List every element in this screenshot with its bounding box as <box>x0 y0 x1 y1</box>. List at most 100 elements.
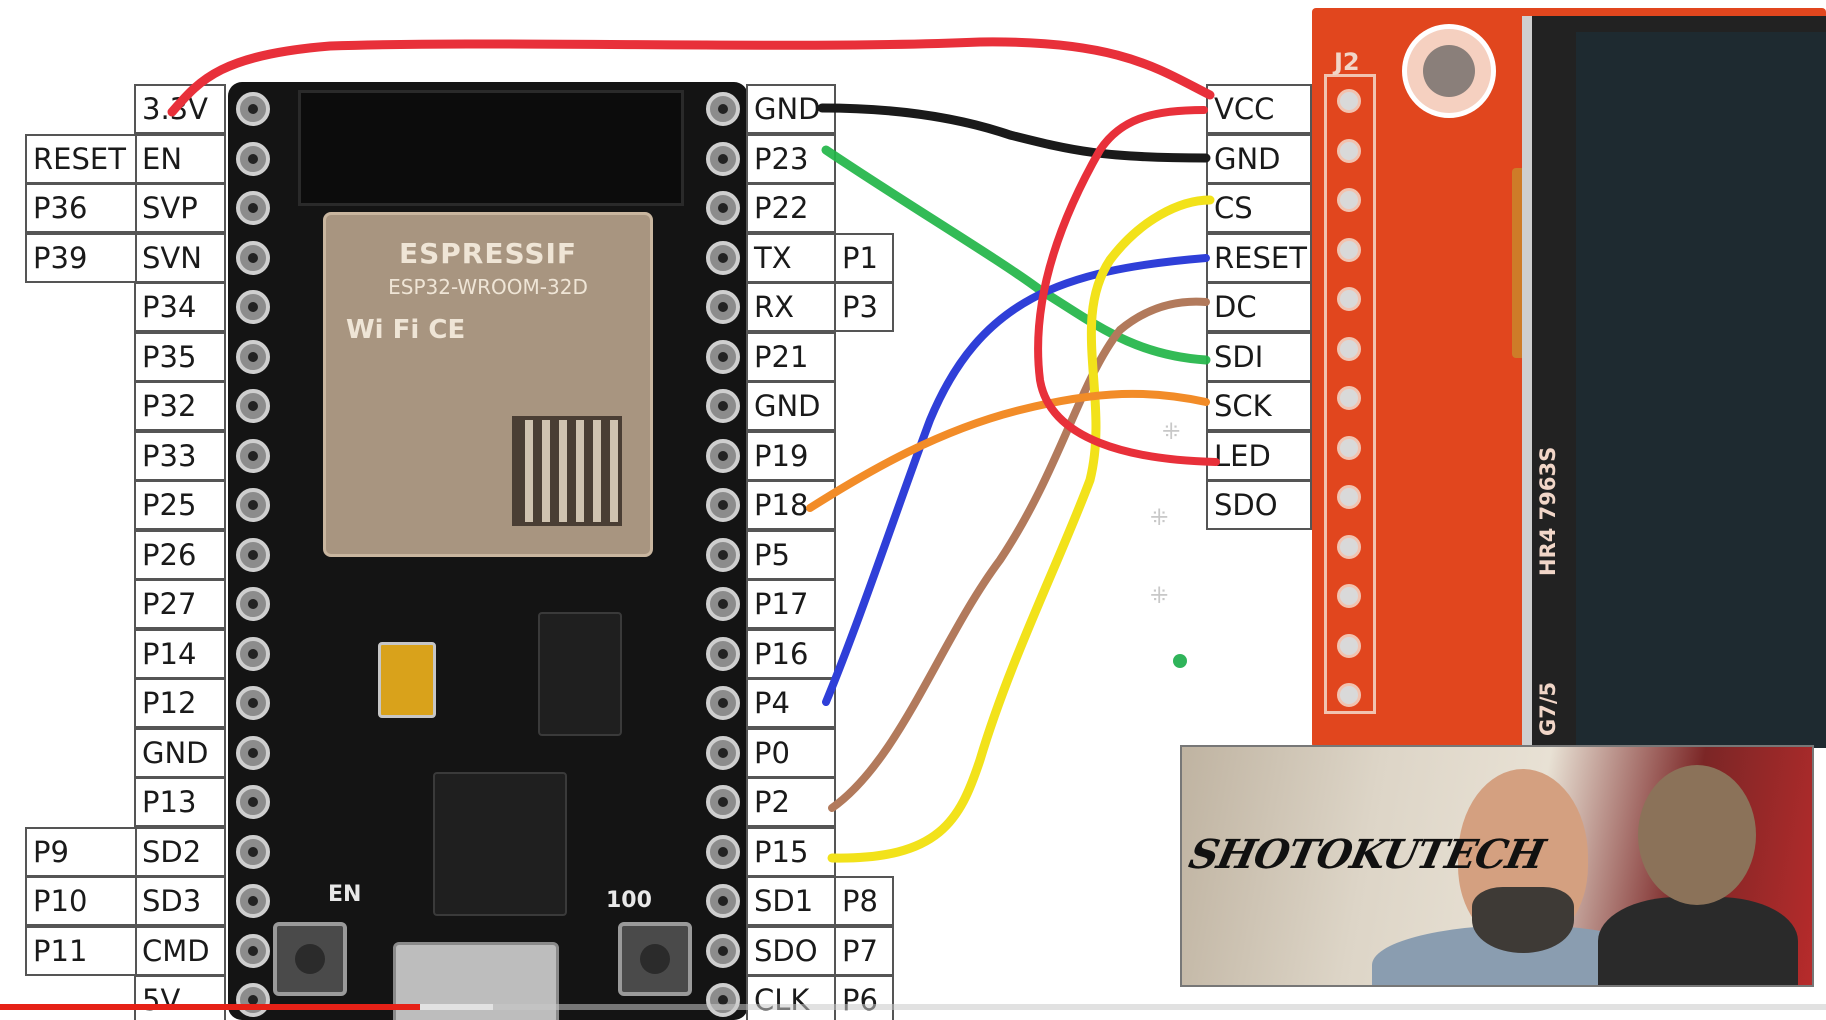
esp32-pin-icon <box>236 983 270 1017</box>
display-glass <box>1576 32 1826 748</box>
connector-label: J2 <box>1334 48 1360 76</box>
esp32-pin-icon <box>236 587 270 621</box>
esp32-left-pin-label: P27 <box>134 579 226 629</box>
mounting-hole-icon <box>1402 24 1496 118</box>
esp32-pin-icon <box>706 488 740 522</box>
esp32-right-pin-label: P2 <box>746 777 836 827</box>
esp32-board: ESPRESSIF ESP32-WROOM-32D Wi Fi CE EN 10… <box>228 82 748 1020</box>
display-pad-icon <box>1337 287 1361 311</box>
esp32-right-alias-label: P6 <box>834 975 894 1020</box>
esp32-left-pin-label: 3.3V <box>134 84 226 134</box>
esp32-right-pin-label: GND <box>746 84 836 134</box>
presenter-beard <box>1472 887 1574 953</box>
esp32-pin-icon <box>706 835 740 869</box>
esp32-left-pin-label: 5V <box>134 975 226 1020</box>
en-button <box>273 922 347 996</box>
display-pad-icon <box>1337 188 1361 212</box>
green-dot-marker <box>1173 654 1187 668</box>
usb-uart-chip <box>433 772 567 916</box>
esp32-right-pin-label: SD1 <box>746 876 836 926</box>
esp32-right-pin-label: RX <box>746 282 836 332</box>
esp32-right-pin-label: P23 <box>746 134 836 184</box>
esp32-pin-icon <box>706 637 740 671</box>
display-screen: HR4 7963S G7/5 <box>1522 16 1826 748</box>
esp32-pin-icon <box>706 191 740 225</box>
esp32-right-pin-label: P16 <box>746 629 836 679</box>
esp32-pin-icon <box>706 340 740 374</box>
voltage-regulator-chip <box>538 612 622 736</box>
display-pin-label: LED <box>1206 431 1312 481</box>
esp32-pin-icon <box>236 439 270 473</box>
display-pad-icon <box>1337 435 1361 460</box>
crosshair-mark: ⁜ <box>1150 584 1169 609</box>
esp32-pin-icon <box>236 142 270 176</box>
pcb-text-2: G7/5 <box>1536 681 1560 736</box>
esp32-left-pin-label: CMD <box>134 926 226 976</box>
display-pad-icon <box>1337 485 1361 509</box>
esp32-pin-icon <box>706 290 740 324</box>
esp32-left-pin-label: P13 <box>134 777 226 827</box>
esp32-left-pin-label: P34 <box>134 282 226 332</box>
esp32-pin-icon <box>706 538 740 572</box>
display-pad-icon <box>1337 683 1361 707</box>
video-played <box>0 1004 420 1010</box>
esp32-right-pin-label: P18 <box>746 480 836 530</box>
esp32-pin-icon <box>236 884 270 918</box>
esp32-left-alias-label: P39 <box>25 233 137 283</box>
esp32-pin-icon <box>706 389 740 423</box>
esp32-left-pin-label: P14 <box>134 629 226 679</box>
esp32-left-pin-label: SD3 <box>134 876 226 926</box>
esp32-pin-icon <box>236 686 270 720</box>
esp32-right-pin-label: P22 <box>746 183 836 233</box>
esp32-left-pin-label: P12 <box>134 678 226 728</box>
esp32-module: ESPRESSIF ESP32-WROOM-32D Wi Fi CE <box>323 212 653 557</box>
esp32-pin-icon <box>706 736 740 770</box>
display-pad-icon <box>1337 584 1361 608</box>
esp32-antenna <box>298 90 684 206</box>
esp32-pin-icon <box>706 142 740 176</box>
esp32-left-pin-label: P26 <box>134 530 226 580</box>
esp32-left-alias-label: P10 <box>25 876 137 926</box>
esp32-pin-icon <box>236 637 270 671</box>
wire-gnd <box>817 103 1211 163</box>
video-progress-bar[interactable] <box>0 1004 1826 1010</box>
esp32-pin-icon <box>706 884 740 918</box>
esp32-right-pin-label: P21 <box>746 332 836 382</box>
esp32-pin-icon <box>236 934 270 968</box>
esp32-left-pin-label: EN <box>134 134 226 184</box>
esp32-left-pin-label: P35 <box>134 332 226 382</box>
esp32-left-pin-label: P25 <box>134 480 226 530</box>
module-cert: Wi Fi CE <box>346 315 466 345</box>
esp32-left-alias-label: P11 <box>25 926 137 976</box>
display-pin-label: SCK <box>1206 381 1312 431</box>
esp32-right-pin-label: CLK <box>746 975 836 1020</box>
esp32-left-pin-label: P33 <box>134 431 226 481</box>
display-pin-label: GND <box>1206 134 1312 184</box>
display-pad-icon <box>1337 89 1361 113</box>
crosshair-mark: ⁜ <box>1162 420 1181 445</box>
esp32-pin-icon <box>236 538 270 572</box>
display-pad-icon <box>1337 633 1361 658</box>
esp32-left-pin-label: GND <box>134 728 226 778</box>
display-pin-label: CS <box>1206 183 1312 233</box>
esp32-pin-icon <box>706 439 740 473</box>
en-button-label: EN <box>328 882 362 907</box>
doll-body <box>1598 897 1798 985</box>
esp32-right-pin-label: P19 <box>746 431 836 481</box>
esp32-pin-icon <box>236 835 270 869</box>
boot-button <box>618 922 692 996</box>
esp32-pin-icon <box>236 736 270 770</box>
esp32-right-alias-label: P1 <box>834 233 894 283</box>
esp32-left-pin-label: P32 <box>134 381 226 431</box>
esp32-left-pin-label: SD2 <box>134 827 226 877</box>
esp32-left-pin-label: SVP <box>134 183 226 233</box>
display-pin-header <box>1324 74 1376 714</box>
esp32-right-alias-label: P3 <box>834 282 894 332</box>
wire-sck <box>806 389 1210 512</box>
display-pin-label: SDO <box>1206 480 1312 530</box>
esp32-pin-icon <box>706 686 740 720</box>
esp32-right-pin-label: P5 <box>746 530 836 580</box>
esp32-pin-icon <box>706 241 740 275</box>
display-pad-icon <box>1337 237 1361 262</box>
esp32-left-alias-label: P9 <box>25 827 137 877</box>
